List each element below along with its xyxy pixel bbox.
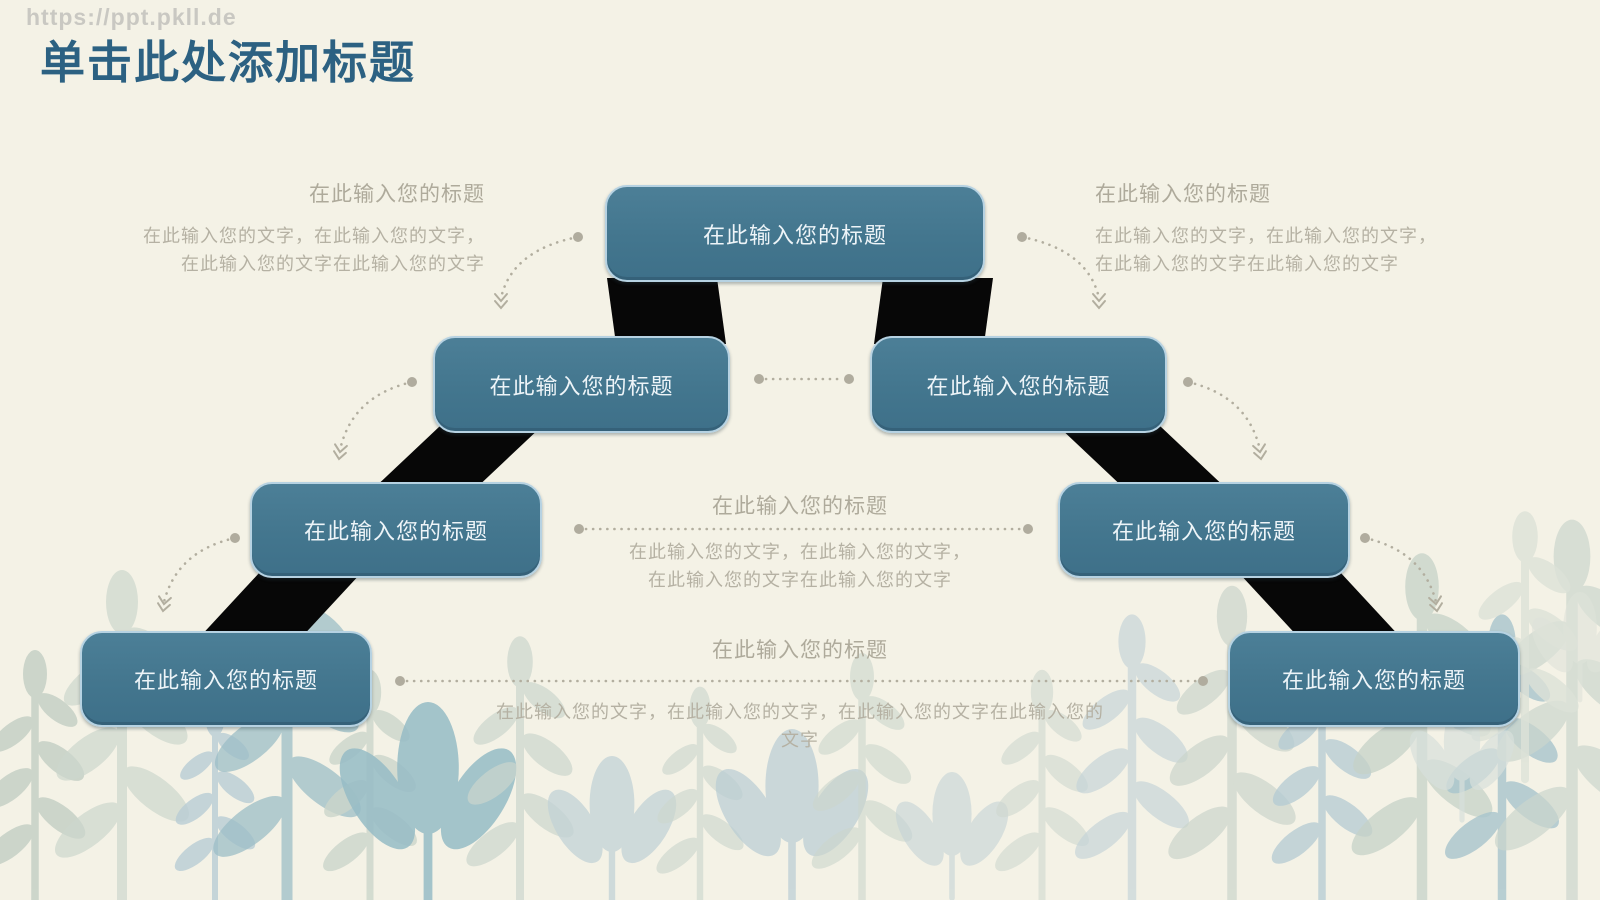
callout-top-left[interactable]: 在此输入您的标题 在此输入您的文字，在此输入您的文字， 在此输入您的文字在此输入…	[140, 182, 485, 278]
node-row3-right[interactable]: 在此输入您的标题	[1058, 482, 1350, 578]
node-row2-left[interactable]: 在此输入您的标题	[433, 336, 730, 433]
callout-title: 在此输入您的标题	[712, 639, 888, 662]
node-label: 在此输入您的标题	[133, 668, 318, 693]
dotted-arcs	[162, 235, 1438, 683]
node-row3-left[interactable]: 在此输入您的标题	[250, 482, 542, 578]
callout-bottom[interactable]: 在此输入您的标题 在此输入您的文字，在此输入您的文字，在此输入您的文字在此输入您…	[494, 638, 1106, 754]
node-label: 在此输入您的标题	[702, 222, 887, 248]
watermark-url: https://ppt.pkll.de	[26, 4, 237, 30]
node-label: 在此输入您的标题	[489, 373, 674, 399]
callout-title: 在此输入您的标题	[1095, 183, 1271, 206]
callout-middle[interactable]: 在此输入您的标题 在此输入您的文字，在此输入您的文字， 在此输入您的文字在此输入…	[600, 494, 1000, 594]
callout-top-right[interactable]: 在此输入您的标题 在此输入您的文字，在此输入您的文字， 在此输入您的文字在此输入…	[1095, 182, 1440, 278]
node-label: 在此输入您的标题	[926, 373, 1111, 399]
callout-body: 在此输入您的文字，在此输入您的文字， 在此输入您的文字在此输入您的文字	[629, 542, 971, 590]
node-row2-right[interactable]: 在此输入您的标题	[870, 336, 1167, 433]
node-label: 在此输入您的标题	[1111, 519, 1296, 544]
node-label: 在此输入您的标题	[1281, 668, 1466, 693]
node-top[interactable]: 在此输入您的标题	[605, 185, 985, 282]
callout-title: 在此输入您的标题	[309, 183, 485, 206]
callout-body: 在此输入您的文字，在此输入您的文字， 在此输入您的文字在此输入您的文字	[1095, 226, 1437, 274]
ribbon-legs	[197, 278, 1403, 640]
connector-dots	[230, 232, 1370, 686]
callout-body: 在此输入您的文字，在此输入您的文字，在此输入您的文字在此输入您的文字	[496, 702, 1104, 750]
node-label: 在此输入您的标题	[303, 519, 488, 544]
callout-body: 在此输入您的文字，在此输入您的文字， 在此输入您的文字在此输入您的文字	[143, 226, 485, 274]
node-row4-right[interactable]: 在此输入您的标题	[1228, 631, 1520, 727]
node-row4-left[interactable]: 在此输入您的标题	[80, 631, 372, 727]
page-title[interactable]: 单击此处添加标题	[40, 37, 417, 88]
callout-title: 在此输入您的标题	[712, 495, 888, 518]
